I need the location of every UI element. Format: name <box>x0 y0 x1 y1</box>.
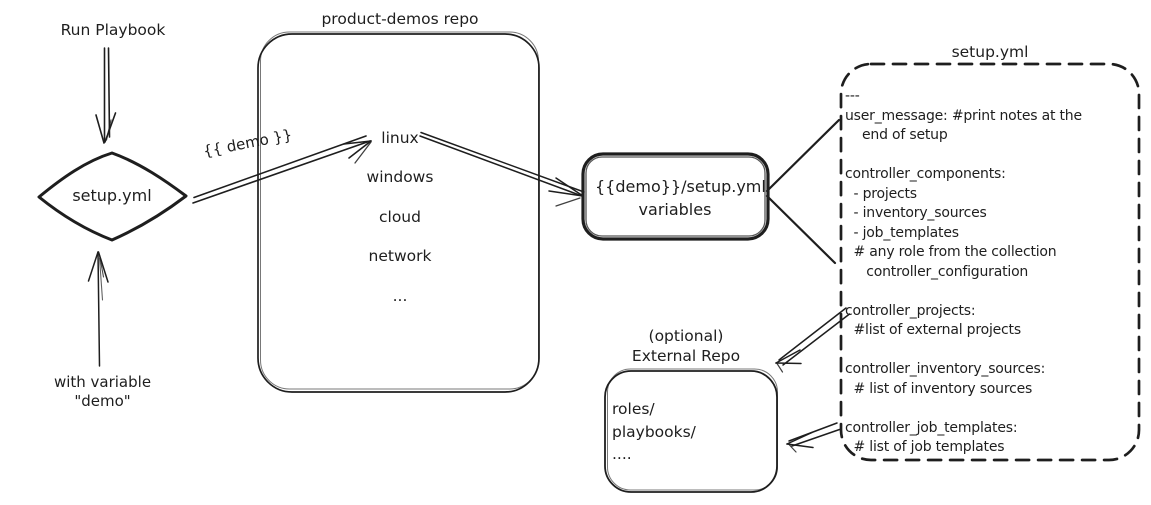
external-repo-label-line2: External Repo <box>631 347 741 365</box>
variables-box-label: {{demo}}/setup.yml variables <box>595 175 766 221</box>
yaml-line <box>845 400 1137 420</box>
yaml-line: controller_inventory_sources: <box>845 361 1046 377</box>
external-repo-box-sketch <box>607 368 778 491</box>
repo-item-network: network <box>368 247 432 266</box>
demo-arrow <box>192 135 372 204</box>
setup-yml-dashed-box <box>839 62 1141 462</box>
repo-title: product-demos repo <box>321 10 479 28</box>
repo-item-linux: linux <box>381 128 419 147</box>
external-repo-ellipsis: .... <box>612 445 632 463</box>
yaml-line: - projects <box>845 185 918 202</box>
external-repo-label-line1: (optional) <box>648 327 724 345</box>
yaml-line: --- <box>845 88 860 104</box>
setup-yml-diamond-label: setup.yml <box>72 186 152 205</box>
yaml-line: # any role from the collection <box>845 244 1057 260</box>
run-playbook-arrow <box>95 47 117 144</box>
variables-box-sketch <box>585 156 766 237</box>
run-playbook-label: Run Playbook <box>60 21 166 39</box>
repo-item-list: linux windows cloud network ... <box>280 118 520 316</box>
yaml-line: - job_templates <box>845 224 960 241</box>
with-variable-line1: with variable <box>53 373 152 391</box>
converge-line-bottom <box>765 194 837 265</box>
yaml-line: - inventory_sources <box>845 205 987 221</box>
external-repo-content: roles/ playbooks/ .... <box>612 400 696 468</box>
yaml-line <box>845 283 1137 303</box>
external-repo-roles: roles/ <box>612 400 655 418</box>
yaml-line: controller_job_templates: <box>845 419 1018 436</box>
with-variable-arrow <box>87 251 109 367</box>
converge-line-top <box>765 118 841 193</box>
setup-yml-diamond <box>37 151 188 242</box>
yaml-line: controller_configuration <box>845 263 1029 280</box>
yaml-line <box>845 342 1137 362</box>
yaml-line: #list of external projects <box>845 322 1022 338</box>
with-variable-line2: "demo" <box>74 392 131 410</box>
setup-yml-title: setup.yml <box>951 43 1029 61</box>
repo-item-ellipsis: ... <box>392 286 408 305</box>
repo-item-cloud: cloud <box>379 207 421 226</box>
yaml-line: controller_components: <box>845 166 1006 182</box>
variables-box-line1: {{demo}}/setup.yml <box>595 177 766 196</box>
yaml-line: user_message: #print notes at the <box>845 107 1082 124</box>
yaml-line: # list of inventory sources <box>845 380 1033 397</box>
product-demos-repo-box-sketch <box>260 31 539 390</box>
with-variable-label: with variable "demo" <box>42 373 163 411</box>
setup-to-external-arrow-top <box>775 307 851 373</box>
yaml-line: controller_projects: <box>845 302 976 319</box>
yaml-line <box>845 147 1137 167</box>
yaml-line: # list of job templates <box>845 439 1005 455</box>
external-repo-playbooks: playbooks/ <box>612 422 696 441</box>
variables-box-line2: variables <box>638 200 712 219</box>
external-repo-label: (optional) External Repo <box>606 326 766 366</box>
repo-item-windows: windows <box>366 168 434 187</box>
setup-yml-content: --- user_message: #print notes at the en… <box>845 88 1137 459</box>
linux-to-variables-arrow <box>419 131 585 207</box>
setup-to-external-arrow-bottom <box>786 422 841 453</box>
yaml-line: end of setup <box>845 127 948 143</box>
